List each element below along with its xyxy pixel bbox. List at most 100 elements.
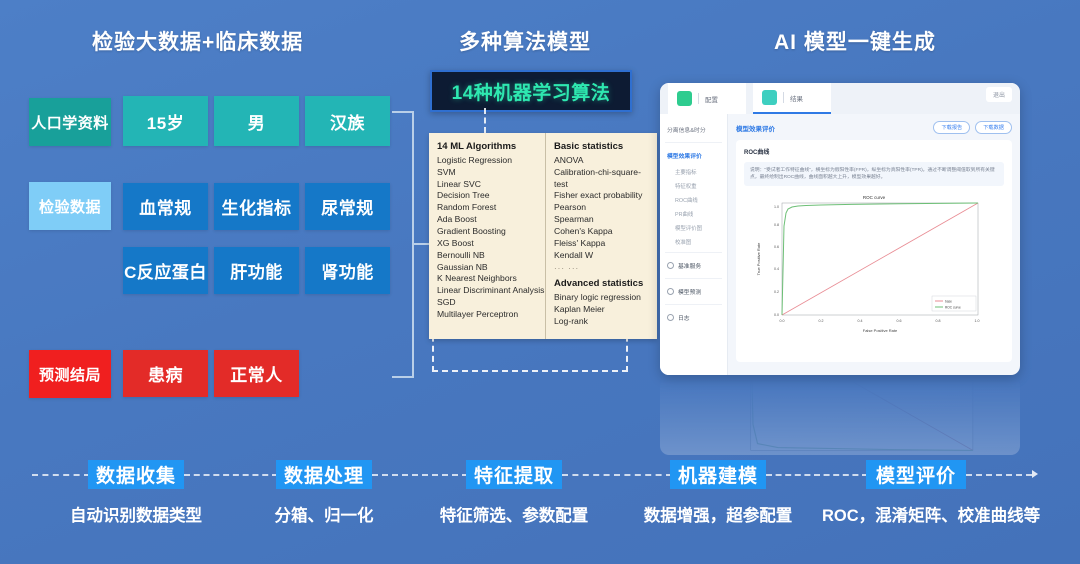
y-tick: 0.4 <box>774 267 779 271</box>
tab-divider <box>783 92 784 103</box>
app-sidebar: 分离信息&时分 模型效果评价 主要指标 特征权重 ROC曲线 PR曲线 模型评价… <box>660 114 728 375</box>
section-title-right: AI 模型一键生成 <box>774 31 936 54</box>
statistic-item: Calibration-chi-square-test <box>554 166 641 189</box>
roc-chart-svg: ROC curve 0.0 0.2 0.4 0.6 0.8 1.0 0.0 0.… <box>756 195 980 333</box>
grid-cell-ethnicity: 汉族 <box>305 96 390 146</box>
step-connector <box>372 474 468 476</box>
app-window: 配置 结果 退出 分离信息&时分 模型效果评价 主要指标 特征权重 ROC曲线 … <box>660 83 1020 375</box>
sidebar-item-baseline-service[interactable]: 基准服务 <box>660 256 727 275</box>
algorithm-item: Gaussian NB <box>437 261 488 272</box>
sidebar-item-eval-chart[interactable]: 模型评价图 <box>675 226 702 232</box>
sidebar-divider <box>665 278 722 279</box>
sidebar-item-pr-curve[interactable]: PR曲线 <box>675 212 694 218</box>
grid-cell-normal: 正常人 <box>214 350 299 397</box>
bullet-icon <box>667 314 674 321</box>
bracket-connector-top <box>392 111 414 248</box>
statistic-item: Spearman <box>554 214 594 225</box>
bullet-icon <box>667 262 674 269</box>
step-connector-end <box>966 474 1032 476</box>
sidebar-item-roc-curve[interactable]: ROC曲线 <box>675 198 698 204</box>
ml-algorithms-banner: 14种机器学习算法 <box>430 70 632 112</box>
advanced-statistic-item: Kaplan Meier <box>554 303 605 314</box>
sidebar-item-main-metrics[interactable]: 主要指标 <box>675 170 697 176</box>
app-main-panel: 模型效果评价 下载报告 下载数据 ROC曲线 说明：“受试者工作特征曲线”，横坐… <box>728 114 1020 375</box>
tab-result-label: 结果 <box>790 95 803 103</box>
download-data-button[interactable]: 下载数据 <box>975 121 1012 134</box>
sidebar-divider <box>665 252 722 253</box>
process-steps: 数据收集 自动识别数据类型 数据处理 分箱、归一化 特征提取 特征筛选、参数配置… <box>0 460 1080 564</box>
statistic-item: Cohen's Kappa <box>554 226 613 237</box>
grid-cell-cbc: 血常规 <box>123 183 208 230</box>
algorithm-item: Linear SVC <box>437 178 481 189</box>
row-label-demographics: 人口学资料 <box>29 98 111 146</box>
step-chip-evaluation[interactable]: 模型评价 <box>866 460 966 489</box>
y-tick: 0.8 <box>774 223 779 227</box>
x-tick: 0.2 <box>819 319 824 323</box>
step-connector <box>184 474 278 476</box>
y-tick: 1.0 <box>774 205 779 209</box>
statistic-item: Fleiss' Kappa <box>554 237 606 248</box>
roc-card-title: ROC曲线 <box>744 150 770 156</box>
x-tick: 0.8 <box>936 319 941 323</box>
legend-label: base <box>945 300 952 304</box>
step-connector <box>562 474 672 476</box>
grid-cell-kidney: 肾功能 <box>305 247 390 294</box>
grid-cell-age: 15岁 <box>123 96 208 146</box>
sidebar-group-info[interactable]: 分离信息&时分 <box>667 128 706 134</box>
algorithm-item: Linear Discriminant Analysis <box>437 285 545 296</box>
algorithm-item: SVM <box>437 166 456 177</box>
grid-cell-biochem: 生化指标 <box>214 183 299 230</box>
result-icon <box>762 90 777 105</box>
step-caption-evaluation: ROC，混淆矩阵、校准曲线等 <box>822 507 1041 525</box>
sidebar-row-label: 基准服务 <box>678 264 702 270</box>
step-chip-feature[interactable]: 特征提取 <box>466 460 562 489</box>
sidebar-group-evaluation[interactable]: 模型效果评价 <box>667 154 702 160</box>
grid-cell-diseased: 患病 <box>123 350 208 397</box>
x-tick: 0.4 <box>858 319 863 323</box>
main-title: 模型效果评价 <box>736 125 775 133</box>
x-tick: 0.0 <box>780 319 785 323</box>
main-actions: 下载报告 下载数据 <box>933 121 1012 134</box>
step-chip-modeling[interactable]: 机器建模 <box>670 460 766 489</box>
step-caption-modeling: 数据增强，超参配置 <box>643 507 793 525</box>
step-caption-feature: 特征筛选、参数配置 <box>439 507 589 525</box>
exit-button[interactable]: 退出 <box>985 87 1012 102</box>
algorithm-item: Random Forest <box>437 202 497 213</box>
sidebar-item-model-predict[interactable]: 模型预测 <box>660 282 727 301</box>
step-caption-process: 分箱、归一化 <box>274 507 374 525</box>
main-header: 模型效果评价 下载报告 下载数据 <box>736 121 1012 134</box>
y-tick: 0.2 <box>774 290 779 294</box>
sidebar-item-feature-weight[interactable]: 特征权重 <box>675 184 697 190</box>
x-tick: 0.6 <box>897 319 902 323</box>
tab-divider <box>698 93 699 104</box>
roc-chart: ROC curve 0.0 0.2 0.4 0.6 0.8 1.0 0.0 0.… <box>744 191 1004 341</box>
advanced-statistic-item: Binary logic regression <box>554 292 641 303</box>
step-caption-collect: 自动识别数据类型 <box>70 507 202 525</box>
statistics-separator: ··· ··· <box>554 263 580 273</box>
section-title-left: 检验大数据+临床数据 <box>92 31 304 54</box>
tab-result[interactable]: 结果 <box>753 83 831 114</box>
config-icon <box>677 91 692 106</box>
statistic-item: ANOVA <box>554 154 584 165</box>
x-axis-label: False Positive Rate <box>863 328 898 333</box>
tab-config[interactable]: 配置 <box>668 83 746 114</box>
algorithm-item: XG Boost <box>437 237 474 248</box>
statistic-item: Pearson <box>554 202 587 213</box>
bracket-connector-bottom <box>392 376 414 378</box>
download-report-button[interactable]: 下载报告 <box>933 121 971 134</box>
step-chip-collect[interactable]: 数据收集 <box>88 460 184 489</box>
bracket-connector-middle <box>412 243 430 245</box>
section-title-middle: 多种算法模型 <box>459 31 591 54</box>
algorithms-column: 14 ML Algorithms Logistic Regression SVM… <box>429 133 545 339</box>
algorithm-item: Gradient Boosting <box>437 226 506 237</box>
y-tick: 0.0 <box>774 313 779 317</box>
grid-cell-liver: 肝功能 <box>214 247 299 294</box>
step-chip-process[interactable]: 数据处理 <box>276 460 372 489</box>
algorithm-item: Ada Boost <box>437 214 477 225</box>
sidebar-item-calibration[interactable]: 校准图 <box>675 240 692 246</box>
basic-statistics-heading: Basic statistics <box>554 141 624 152</box>
algorithm-item: K Nearest Neighbors <box>437 273 517 284</box>
legend-label: ROC curve <box>945 306 961 310</box>
algorithm-item: Decision Tree <box>437 190 490 201</box>
sidebar-item-logs[interactable]: 日志 <box>660 308 727 327</box>
